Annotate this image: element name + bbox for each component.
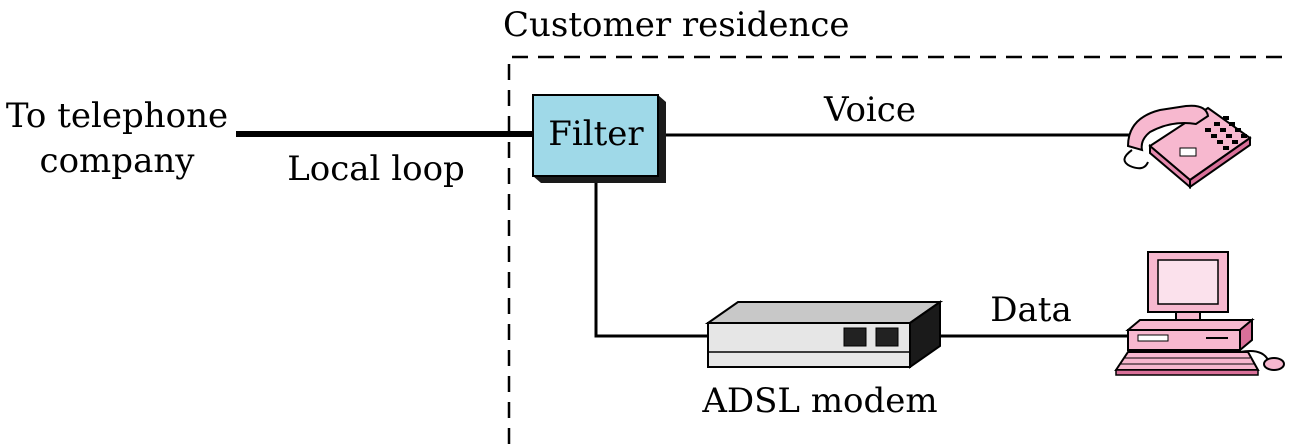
telco-label-line2: company [40,141,196,181]
filter-modem-line [594,183,708,338]
adsl-modem: ADSL modem [701,300,944,421]
telco-label-line1: To telephone [6,96,228,136]
filter-label: Filter [548,114,644,154]
filter-box: Filter [532,94,666,183]
computer-icon [1114,251,1285,376]
telephone-icon [1123,104,1252,190]
voice-label: Voice [823,90,916,130]
modem-label: ADSL modem [701,381,937,421]
data-label: Data [990,290,1071,330]
residence-label: Customer residence [503,5,850,45]
local-loop-label: Local loop [287,149,465,189]
